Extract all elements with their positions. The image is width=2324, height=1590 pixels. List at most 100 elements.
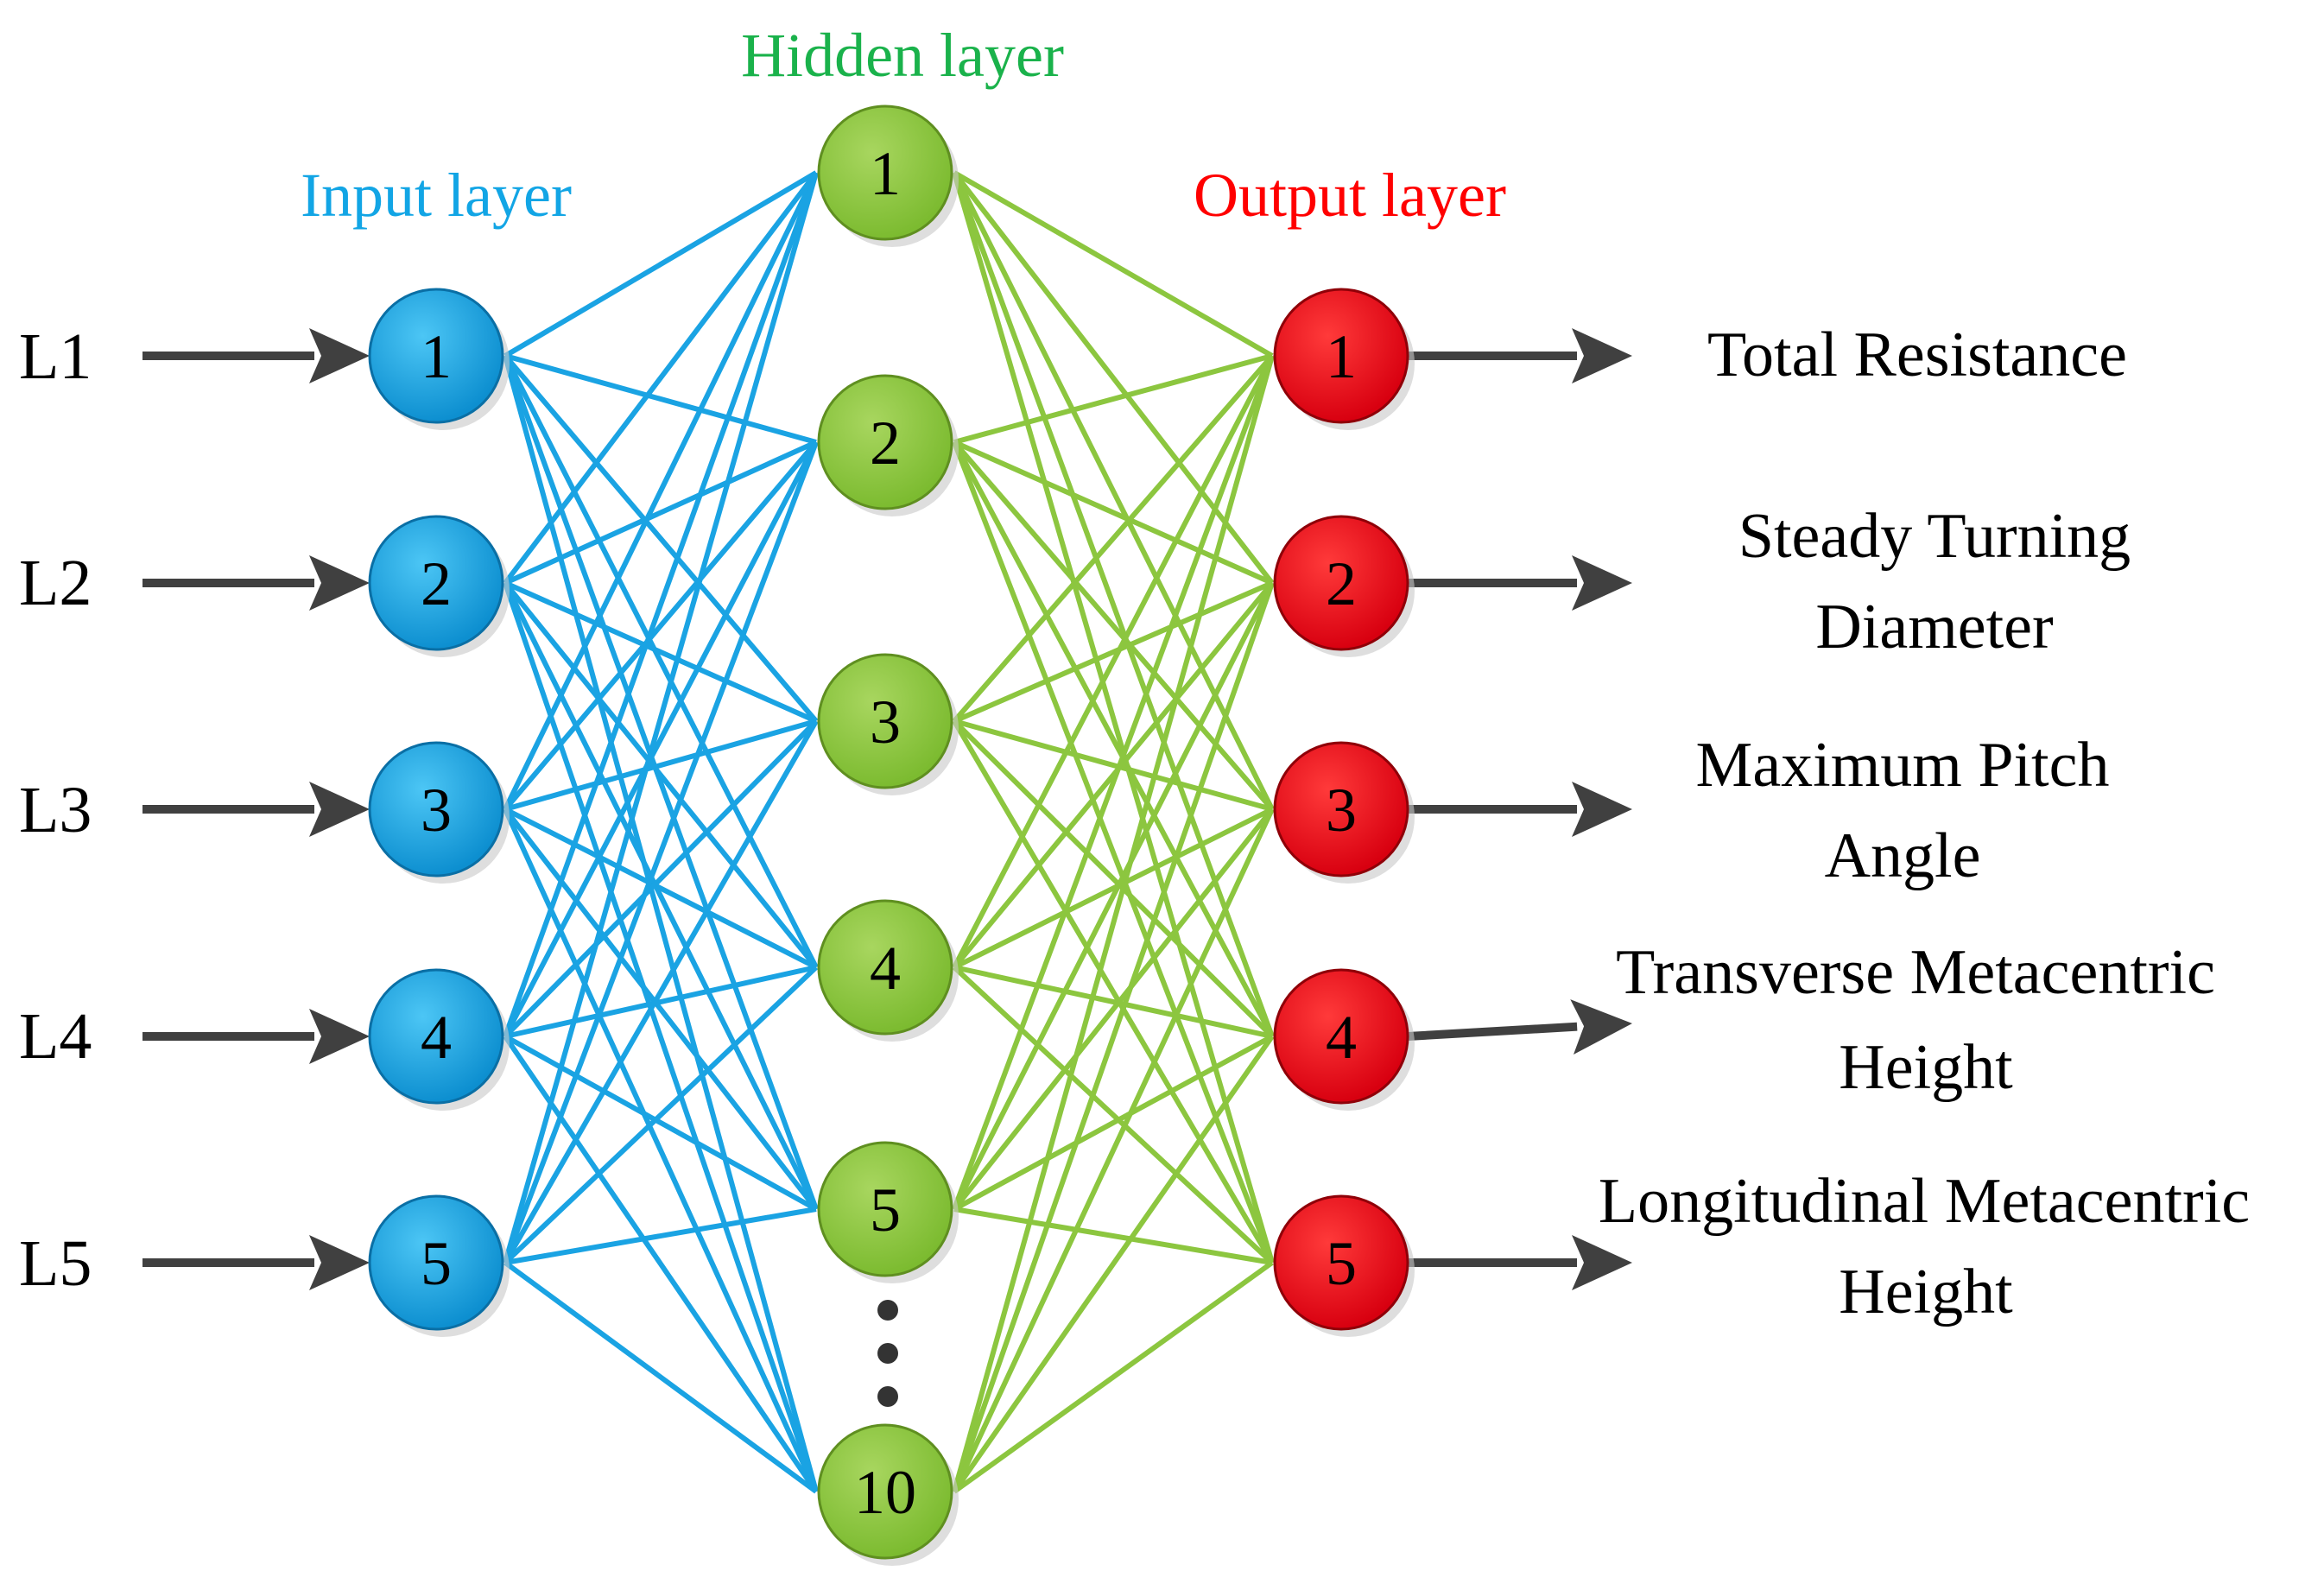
link-input5-hidden5: [504, 1207, 817, 1265]
input-node-1: 1: [368, 288, 510, 430]
link-input2-hidden5: [503, 581, 819, 1211]
link-input2-hidden6: [503, 582, 819, 1492]
io-arrows: [142, 328, 1632, 1290]
link-input5-hidden6: [503, 1260, 818, 1494]
output-node-2: 2: [1273, 515, 1415, 657]
link-hidden6-output4: [952, 1035, 1275, 1493]
link-hidden5-output4: [953, 1034, 1274, 1212]
input-node-4-number: 4: [421, 1003, 452, 1072]
hidden-node-10: 10: [817, 1423, 959, 1566]
link-input4-hidden2: [503, 440, 819, 1038]
link-input4-hidden4: [504, 965, 817, 1039]
output-arrow-3-head: [1572, 782, 1632, 837]
output-node-3-number: 3: [1326, 776, 1357, 845]
link-hidden1-output2: [952, 171, 1275, 585]
link-hidden6-output5: [953, 1260, 1274, 1494]
hidden-layer-title: Hidden layer: [741, 21, 1064, 90]
input-label-l1: L1: [19, 320, 92, 393]
output-layer-title: Output layer: [1194, 161, 1506, 230]
link-input2-hidden3: [503, 580, 818, 724]
input-arrow-5-head: [309, 1235, 370, 1290]
link-input1-hidden1: [503, 170, 818, 358]
hidden-node-3-circle: [817, 653, 953, 789]
input-node-5-circle: [368, 1194, 504, 1331]
output-labels: Total Resistance Steady Turning Diameter…: [1599, 320, 2250, 1327]
link-input1-hidden6: [503, 355, 819, 1492]
output-node-3: 3: [1273, 741, 1415, 884]
output-node-1: 1: [1273, 288, 1415, 430]
output-arrow-3: [1408, 782, 1632, 837]
input-hidden-connections: [503, 170, 819, 1494]
link-input3-hidden2: [503, 440, 819, 811]
link-hidden3-output2: [953, 580, 1274, 724]
link-hidden4-output1: [952, 354, 1275, 969]
input-node-4: 4: [368, 968, 510, 1111]
output-node-3-circle: [1273, 741, 1409, 877]
input-node-2: 2: [368, 515, 510, 657]
link-input2-hidden2: [503, 440, 818, 586]
input-node-1-number: 1: [421, 322, 452, 391]
link-input1-hidden5: [503, 354, 819, 1211]
link-hidden4-output4: [953, 965, 1273, 1039]
input-arrow-1-head: [309, 328, 370, 383]
output-node-4-number: 4: [1326, 1003, 1357, 1072]
hidden-node-10-number: 10: [854, 1458, 916, 1527]
hidden-node-2: 2: [817, 374, 959, 516]
link-hidden2-output2: [953, 440, 1274, 586]
input-arrow-3-head: [309, 782, 370, 837]
link-input3-hidden5: [503, 808, 819, 1211]
ellipsis-dot-1: [877, 1300, 898, 1321]
link-hidden6-output2: [952, 582, 1275, 1492]
link-hidden6-output1: [952, 355, 1275, 1492]
link-hidden2-output3: [952, 440, 1275, 811]
hidden-node-2-number: 2: [870, 409, 901, 478]
link-input3-hidden3: [504, 719, 817, 812]
input-node-3-circle: [368, 741, 504, 877]
input-node-3-number: 3: [421, 776, 452, 845]
link-hidden2-output4: [952, 440, 1275, 1038]
link-input2-hidden1: [503, 171, 819, 585]
link-hidden5-output1: [952, 354, 1275, 1211]
input-arrow-1: [142, 328, 370, 383]
link-hidden2-output5: [952, 440, 1275, 1264]
link-hidden3-output4: [952, 719, 1275, 1039]
link-input5-hidden1: [503, 172, 819, 1264]
output-arrow-1: [1408, 328, 1632, 383]
input-node-3: 3: [368, 741, 510, 884]
output-node-4-circle: [1273, 968, 1409, 1105]
input-label-l3: L3: [19, 774, 92, 846]
link-hidden1-output1: [953, 170, 1274, 358]
link-input1-hidden4: [503, 354, 819, 969]
hidden-node-4-circle: [817, 899, 953, 1036]
hidden-ellipsis: [877, 1300, 898, 1407]
output-node-4: 4: [1273, 968, 1415, 1111]
hidden-node-4-number: 4: [870, 934, 901, 1003]
output-node-2-circle: [1273, 515, 1409, 651]
output-node-1-circle: [1273, 288, 1409, 424]
input-arrow-5: [142, 1235, 370, 1290]
input-arrow-2: [142, 555, 370, 611]
input-node-4-circle: [368, 968, 504, 1105]
hidden-output-connections: [952, 170, 1275, 1494]
output-node-5: 5: [1273, 1194, 1415, 1337]
input-arrow-2-head: [309, 555, 370, 611]
output-arrow-4-shaft: [1407, 1022, 1578, 1041]
output-label-3-line1: Maximum Pitch: [1696, 730, 2110, 801]
output-label-5-line1: Longitudinal Metacentric: [1599, 1166, 2250, 1237]
link-input5-hidden3: [503, 719, 819, 1264]
hidden-node-4: 4: [817, 899, 959, 1042]
output-node-1-number: 1: [1326, 322, 1357, 391]
hidden-node-5: 5: [817, 1141, 959, 1283]
input-labels: L1 L2 L3 L4 L5: [19, 320, 92, 1300]
hidden-node-2-circle: [817, 374, 953, 510]
link-input3-hidden6: [503, 808, 819, 1493]
link-hidden2-output1: [953, 353, 1273, 445]
link-hidden5-output2: [952, 581, 1275, 1211]
input-arrow-4-head: [309, 1009, 370, 1064]
ellipsis-dot-2: [877, 1343, 898, 1364]
link-hidden1-output3: [952, 171, 1275, 811]
link-hidden5-output5: [953, 1207, 1273, 1265]
link-input4-hidden1: [503, 171, 819, 1038]
link-hidden3-output5: [952, 719, 1275, 1264]
